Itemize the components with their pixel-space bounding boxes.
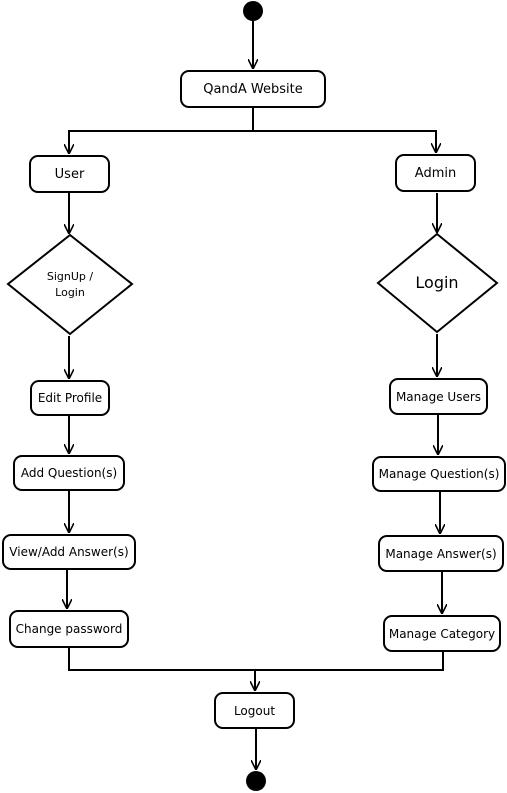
signup-label-line2: Login <box>55 286 85 299</box>
edge-changepassword-merge <box>68 648 255 671</box>
edge-split-user <box>69 130 253 153</box>
admin-login-label: Login <box>415 273 459 293</box>
manage-category-node: Manage Category <box>383 615 501 652</box>
signup-label-line1: SignUp / <box>46 270 94 284</box>
logout-node: Logout <box>214 692 295 729</box>
manage-users-node: Manage Users <box>389 378 488 415</box>
edit-profile-node: Edit Profile <box>30 380 110 416</box>
start-node <box>243 1 263 21</box>
view-add-answer-node: View/Add Answer(s) <box>2 534 136 570</box>
user-node: User <box>29 155 110 193</box>
signup-login-label: SignUp / Login <box>20 262 120 308</box>
edge-managecategory-merge <box>255 652 444 671</box>
end-node <box>246 771 266 791</box>
change-password-node: Change password <box>9 610 129 648</box>
manage-question-node: Manage Question(s) <box>372 456 506 492</box>
edge-split-admin <box>253 130 436 152</box>
signup-login-decision <box>6 233 134 336</box>
add-question-node: Add Question(s) <box>13 455 125 491</box>
admin-login-decision <box>376 232 499 334</box>
website-node: QandA Website <box>180 70 326 108</box>
manage-answer-node: Manage Answer(s) <box>378 535 504 572</box>
admin-node: Admin <box>395 154 476 192</box>
